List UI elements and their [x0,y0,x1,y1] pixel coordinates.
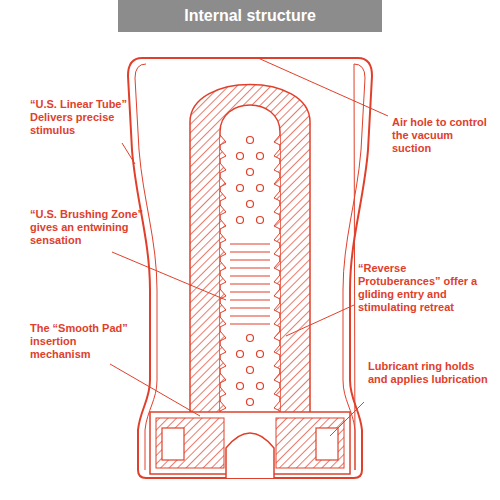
protuberance [274,247,280,257]
brushing-ridge [230,323,270,324]
protuberance [220,247,226,257]
protuberance [274,219,280,229]
brushing-ridge [230,299,270,300]
canal-dot [247,137,254,144]
protuberance [274,373,280,383]
protuberance [274,345,280,355]
lubricant-ring [162,428,184,460]
brushing-ridge [230,315,270,316]
protuberance [274,191,280,201]
protuberance [220,163,226,173]
protuberance [220,149,226,159]
protuberance [220,317,226,327]
callout-label: Air hole to control the vacuum suction [392,116,488,155]
protuberance [274,275,280,285]
base-block-left [156,418,224,468]
callout-label: Lubricant ring holds and applies lubrica… [368,360,488,386]
protuberance [274,359,280,369]
protuberance [220,177,226,187]
leader-line [110,364,200,416]
canal-dot [247,335,254,342]
title: Internal structure [184,7,316,25]
brushing-ridge [230,291,270,292]
protuberance [220,233,226,243]
protuberance [274,149,280,159]
canal-dot [257,153,264,160]
brushing-ridge [230,259,270,260]
protuberance [274,303,280,313]
protuberance [274,289,280,299]
protuberance [274,177,280,187]
protuberance [220,205,226,215]
protuberance [220,275,226,285]
title-band: Internal structure [118,0,382,32]
leader-line [330,402,364,436]
protuberance [274,135,280,145]
canal-dot [247,169,254,176]
canal-dot [247,367,254,374]
protuberance [220,387,226,397]
leader-lines [110,58,388,436]
protuberance [220,191,226,201]
base-block-right [276,418,344,468]
canal [220,105,280,430]
leader-line [122,143,135,164]
canal-dot [237,153,244,160]
canal-texture [220,135,280,425]
protuberance [274,331,280,341]
protuberance [220,401,226,411]
canal-dot [257,351,264,358]
canal-dot [257,185,264,192]
brushing-ridge [230,251,270,252]
protuberance [220,219,226,229]
leader-line [112,252,226,300]
callout-label: “Reverse Protuberances” offer a gliding … [358,262,490,314]
canal-dot [257,217,264,224]
brushing-ridge [230,267,270,268]
cup-inner-wall [135,64,365,470]
lubricant-ring [316,428,338,460]
brushing-ridge [230,283,270,284]
protuberance [220,373,226,383]
leader-line [258,58,388,116]
insertion-opening [226,433,274,478]
canal-dot [237,217,244,224]
leader-line [286,305,354,336]
brushing-ridge [230,307,270,308]
brushing-ridge [230,275,270,276]
protuberance [274,163,280,173]
protuberance [274,387,280,397]
protuberance [274,205,280,215]
protuberance [274,261,280,271]
brushing-ridge [230,243,270,244]
canal-dot [247,201,254,208]
protuberance [220,135,226,145]
protuberance [220,261,226,271]
canal-dot [257,383,264,390]
protuberance [220,331,226,341]
cup-outer-shell [128,58,372,478]
callout-label: The “Smooth Pad” insertion mechanism [30,322,140,361]
protuberance [274,233,280,243]
callout-label: “U.S. Brushing Zone” gives an entwining … [30,208,160,247]
canal-dot [237,383,244,390]
callout-label: “U.S. Linear Tube” Delivers precise stim… [30,98,130,137]
canal-dot [247,399,254,406]
protuberance [274,317,280,327]
protuberance [274,401,280,411]
protuberance [220,303,226,313]
protuberance [220,345,226,355]
canal-dot [237,351,244,358]
canal-dot [237,185,244,192]
protuberance [220,359,226,369]
